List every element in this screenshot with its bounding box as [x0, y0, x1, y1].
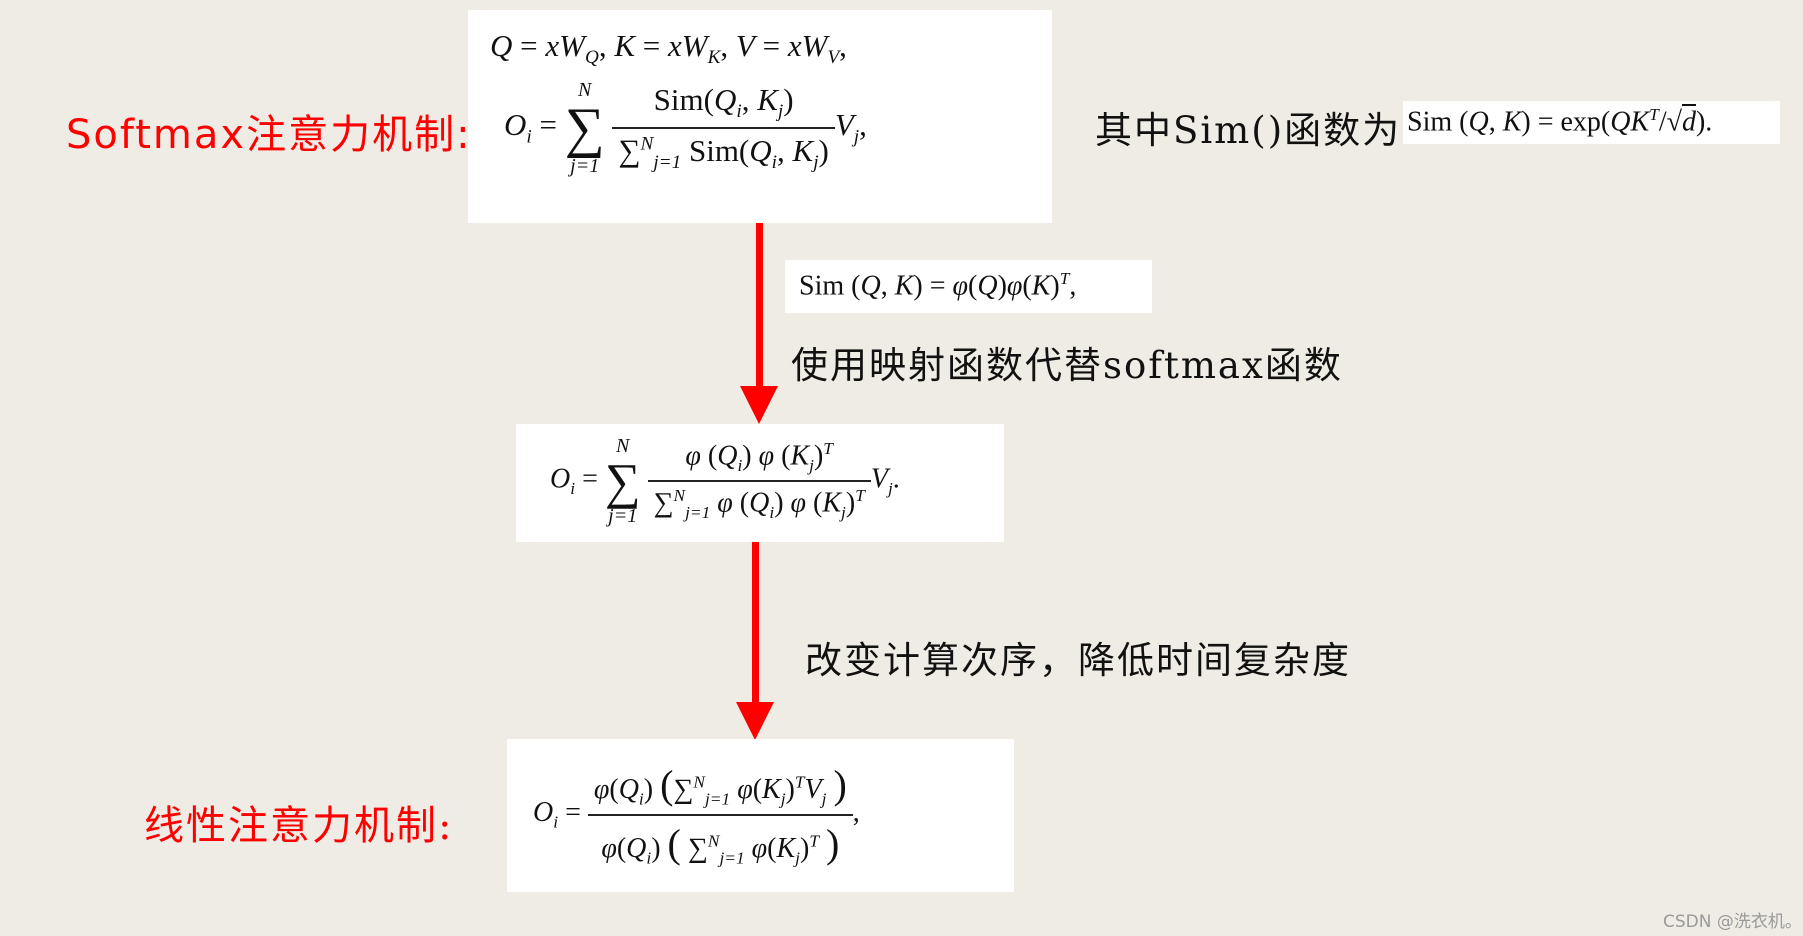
softmax-output-formula: Oi = N∑j=1 Sim(Qi, Kj)∑Nj=1 Sim(Qi, Kj)V… — [504, 79, 867, 177]
watermark: CSDN @洗衣机。 — [1663, 912, 1802, 932]
kernel-formula-box: Oi = N∑j=1 φ (Qi) φ (Kj)T∑Nj=1 φ (Qi) φ … — [516, 424, 1004, 542]
arrow-down-icon — [736, 702, 774, 740]
linear-formula-box: Oi = φ(Qi) (∑Nj=1 φ(Kj)TVj )φ(Qi) ( ∑Nj=… — [507, 739, 1014, 892]
linear-attention-label: 线性注意力机制: — [144, 803, 454, 849]
softmax-formula-box: Q = xWQ, K = xWK, V = xWV, Oi = N∑j=1 Si… — [468, 10, 1052, 223]
step2-caption: 改变计算次序，降低时间复杂度 — [805, 639, 1351, 682]
sim-exp-formula: Sim (Q, K) = exp(QKT/√d). — [1407, 105, 1713, 138]
linear-output-formula: Oi = φ(Qi) (∑Nj=1 φ(Kj)TVj )φ(Qi) ( ∑Nj=… — [533, 762, 860, 868]
sim-phi-formula-box: Sim (Q, K) = φ(Q)φ(K)T, — [785, 260, 1152, 313]
sim-exp-formula-box: Sim (Q, K) = exp(QKT/√d). — [1403, 101, 1780, 144]
arrow-shaft-2 — [752, 542, 759, 704]
sim-function-intro: 其中Sim()函数为: — [1095, 109, 1416, 152]
arrow-shaft-1 — [756, 223, 763, 388]
qkv-formula: Q = xWQ, K = xWK, V = xWV, — [490, 28, 847, 69]
arrow-down-icon — [740, 386, 778, 424]
kernel-output-formula: Oi = N∑j=1 φ (Qi) φ (Kj)T∑Nj=1 φ (Qi) φ … — [550, 435, 900, 527]
sim-phi-formula: Sim (Q, K) = φ(Q)φ(K)T, — [799, 269, 1077, 302]
softmax-attention-label: Softmax注意力机制: — [66, 112, 472, 158]
step1-caption: 使用映射函数代替softmax函数 — [791, 344, 1343, 387]
